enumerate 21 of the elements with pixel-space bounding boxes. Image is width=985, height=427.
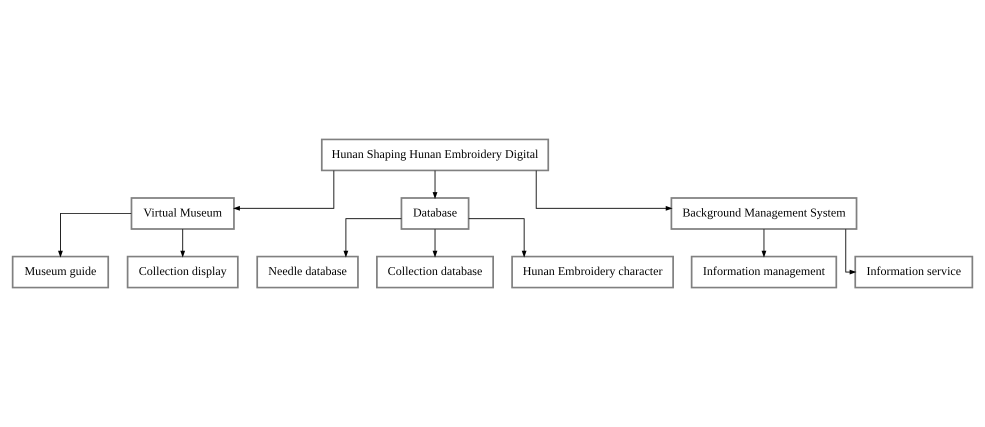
- node-box: Collection database: [376, 256, 494, 288]
- node-box: Museum guide: [12, 256, 110, 288]
- node-box: Hunan Shaping Hunan Embroidery Digital: [320, 138, 550, 172]
- arrow: [845, 228, 857, 274]
- arrow: [180, 228, 186, 258]
- node-box: Needle database: [256, 256, 359, 288]
- arrow: [468, 218, 527, 258]
- arrow: [432, 170, 438, 200]
- node-box: Database: [400, 197, 470, 230]
- arrow: [343, 218, 402, 258]
- node-box: Information service: [854, 256, 974, 288]
- node-box: Information management: [690, 256, 838, 288]
- node-box: Collection display: [126, 256, 239, 288]
- node-box: Hunan Embroidery character: [511, 256, 674, 288]
- arrow: [432, 228, 438, 258]
- arrow: [762, 228, 766, 258]
- arrow: [536, 170, 673, 211]
- node-box: Background Management System: [670, 197, 858, 230]
- arrow: [58, 213, 132, 258]
- arrow: [233, 170, 334, 211]
- node-box: Virtual Museum: [130, 197, 235, 230]
